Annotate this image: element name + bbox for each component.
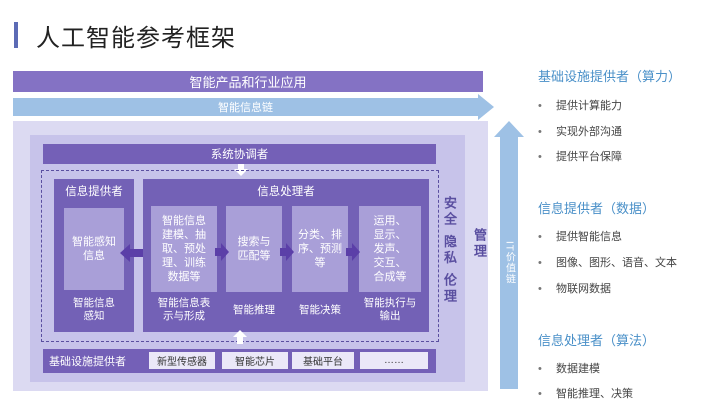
step-arrow-2-icon <box>280 243 294 261</box>
info-provider-heading: 信息提供者 <box>65 186 123 198</box>
info-provider-inner: 智能感知信息 <box>64 208 124 290</box>
info-provider-label: 智能信息感知 <box>73 297 115 322</box>
it-value-chain-label: IT价值链 <box>503 241 515 285</box>
info-chain-arrow-icon <box>478 94 494 120</box>
step-arrow-1-icon <box>215 243 229 261</box>
chip-ai-chip: 智能芯片 <box>222 352 288 369</box>
right-heading-data: 信息提供者（数据） <box>538 201 656 216</box>
info-processor-heading: 信息处理者 <box>257 186 315 198</box>
step-modeling-label: 智能信息表示与形成 <box>157 297 211 322</box>
info-chain-bar: 智能信息链 <box>13 98 478 116</box>
right-item: •提供智能信息 <box>538 231 622 243</box>
step-search-label: 智能推理 <box>233 303 275 316</box>
title-accent-bar <box>14 22 18 48</box>
right-item: •智能推理、决策 <box>538 388 633 400</box>
step-decision-label: 智能决策 <box>299 303 341 316</box>
step-execution-label: 智能执行与输出 <box>363 297 417 322</box>
chip-more: …… <box>360 352 428 369</box>
up-arrow-icon <box>233 330 247 344</box>
security-privacy-ethics-label: 安全 隐私 伦理 <box>442 196 457 306</box>
step-modeling-inner: 智能信息建模、抽取、预处理、训练数据等 <box>151 206 217 292</box>
right-heading-algorithm: 信息处理者（算法） <box>538 333 656 348</box>
chip-sensor: 新型传感器 <box>149 352 215 369</box>
page-title: 人工智能参考框架 <box>36 25 236 52</box>
chip-platform: 基础平台 <box>292 352 354 369</box>
it-value-chain-bar: IT价值链 <box>500 137 518 389</box>
management-label: 管理 <box>472 228 487 260</box>
it-chain-arrow-icon <box>494 121 524 137</box>
application-bar: 智能产品和行业应用 <box>13 71 483 92</box>
right-item: •数据建模 <box>538 363 600 375</box>
step-search-inner: 搜索与匹配等 <box>226 206 282 292</box>
right-item: •提供计算能力 <box>538 100 622 112</box>
step-decision-inner: 分类、排序、预测等 <box>292 206 348 292</box>
step-execution-inner: 运用、显示、发声、交互、合成等 <box>359 206 421 292</box>
right-item: •提供平台保障 <box>538 151 622 163</box>
step-arrow-3-icon <box>346 243 360 261</box>
infrastructure-label: 基础设施提供者 <box>49 356 126 368</box>
right-heading-infra: 基础设施提供者（算力） <box>538 69 682 84</box>
right-item: •图像、图形、语音、文本 <box>538 257 677 269</box>
system-coordinator-bar: 系统协调者 <box>43 144 436 164</box>
right-item: •物联网数据 <box>538 283 611 295</box>
right-item: •实现外部沟通 <box>538 126 622 138</box>
